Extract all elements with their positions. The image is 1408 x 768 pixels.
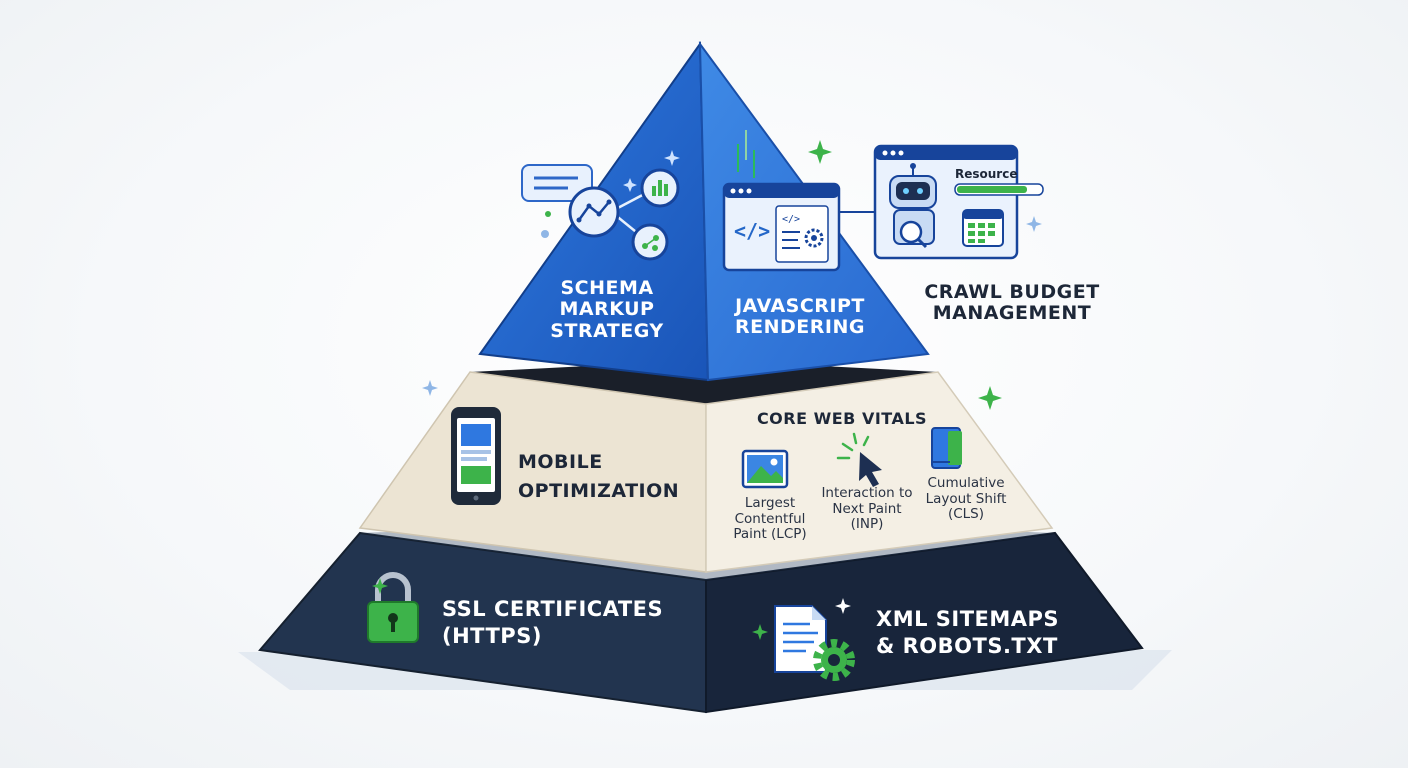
- mobile-line-2: Optimization: [518, 479, 680, 502]
- cls-line-2: Layout Shift: [925, 490, 1007, 507]
- mobile-optimization-label: Mobile Optimization: [518, 448, 698, 505]
- ssl-certificates-label: SSL Certificates (HTTPS): [442, 596, 682, 651]
- crawl-line-1: Crawl Budget: [924, 281, 1100, 303]
- crawl-line-2: Management: [932, 302, 1092, 325]
- svg-text:</>: </>: [782, 214, 800, 225]
- javascript-rendering-label: JavaScript Rendering: [730, 295, 870, 339]
- cls-line-3: (CLS): [947, 506, 985, 523]
- crawl-budget-label: Crawl Budget Management: [912, 281, 1112, 325]
- ssl-line-2: (HTTPS): [442, 624, 542, 649]
- xml-line-2: & Robots.txt: [876, 634, 1058, 659]
- resource-label: Resource: [955, 167, 1017, 181]
- inp-line-2: Next Paint: [832, 500, 902, 517]
- ssl-line-1: SSL Certificates: [442, 597, 664, 621]
- code-window-icon: </> </>: [722, 182, 878, 272]
- inp-line-3: (INP): [850, 516, 884, 533]
- cursor-click-icon: [836, 432, 882, 487]
- cwv-metric-cls: Cumulative Layout Shift (CLS): [914, 475, 1018, 523]
- cls-line-1: Cumulative: [927, 475, 1005, 491]
- smartphone-icon: [451, 407, 501, 505]
- xml-sitemaps-label: XML Sitemaps & Robots.txt: [876, 606, 1096, 661]
- sitemap-document-gear-icon: [774, 605, 855, 681]
- inp-line-1: Interaction to: [821, 485, 913, 501]
- svg-text:</>: </>: [734, 219, 770, 243]
- middle-tier-right-face: [705, 371, 1054, 573]
- schema-markup-strategy-label: Schema Markup Strategy: [548, 277, 666, 342]
- schema-line-3: Strategy: [550, 319, 664, 342]
- js-line-1: JavaScript: [735, 295, 865, 317]
- schema-line-1: Schema: [560, 277, 654, 299]
- middle-tier: [358, 360, 1054, 573]
- cwv-metric-inp: Interaction to Next Paint (INP): [812, 485, 922, 533]
- layout-shift-icon: [931, 427, 962, 469]
- lcp-line-3: Paint (LCP): [733, 526, 807, 543]
- js-line-2: Rendering: [735, 316, 865, 339]
- mobile-line-1: Mobile: [518, 451, 603, 473]
- schema-graph-icon: [521, 164, 680, 261]
- lcp-line-1: Largest: [744, 495, 796, 511]
- core-web-vitals-title: Core Web Vitals: [756, 409, 928, 428]
- schema-line-2: Markup: [559, 298, 655, 321]
- middle-tier-top-ledge: [470, 360, 938, 404]
- crawl-robot-panel: Resource: [873, 144, 1044, 260]
- cwv-metric-lcp: Largest Contentful Paint (LCP): [722, 495, 818, 543]
- xml-line-1: XML Sitemaps: [876, 607, 1060, 631]
- sparkle-decorations: [372, 140, 1042, 640]
- image-icon: [741, 449, 789, 489]
- lcp-line-2: Contentful: [734, 510, 806, 527]
